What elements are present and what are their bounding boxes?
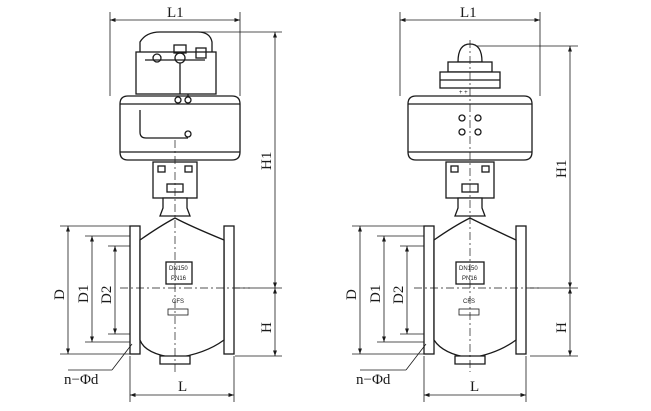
- right-d2-label: D2: [391, 286, 407, 304]
- left-positioner: [135, 31, 217, 132]
- right-h1-label: H1: [554, 160, 570, 178]
- right-actuator-port-marks: + +: [459, 90, 468, 96]
- right-valve-view: L1 H1 H + +: [344, 5, 578, 402]
- right-nameplate-size: DN150: [459, 266, 478, 272]
- left-valve-body: DN150 PN16 CFS: [120, 140, 250, 372]
- left-nameplate-pressure: PN16: [171, 276, 187, 282]
- right-nameplate-pressure: PN16: [462, 276, 478, 282]
- left-bolt-label: n−Φd: [64, 372, 99, 388]
- right-actuator: + +: [407, 90, 533, 161]
- left-actuator: [119, 95, 241, 161]
- right-h-label: H: [554, 322, 570, 333]
- right-d-label: D: [344, 289, 360, 300]
- right-bolt-label: n−Φd: [356, 372, 391, 388]
- left-h1-label: H1: [259, 152, 275, 170]
- left-d2-label: D2: [99, 286, 115, 304]
- left-l-label: L: [178, 379, 187, 395]
- left-brand-mark: CFS: [172, 299, 184, 305]
- left-l1-label: L1: [167, 5, 184, 21]
- left-nameplate-size: DN150: [169, 266, 188, 272]
- right-valve-body: DN150 PN16 CFS: [414, 40, 540, 372]
- left-d1-label: D1: [76, 285, 92, 303]
- right-l1-label: L1: [460, 5, 477, 21]
- right-l-label: L: [470, 379, 479, 395]
- right-d1-label: D1: [368, 285, 384, 303]
- right-position-indicator: [439, 43, 501, 89]
- right-brand-mark: CFS: [463, 299, 475, 305]
- left-d-label: D: [52, 289, 68, 300]
- left-h-label: H: [259, 322, 275, 333]
- left-valve-view: L1 H1 H: [52, 5, 282, 402]
